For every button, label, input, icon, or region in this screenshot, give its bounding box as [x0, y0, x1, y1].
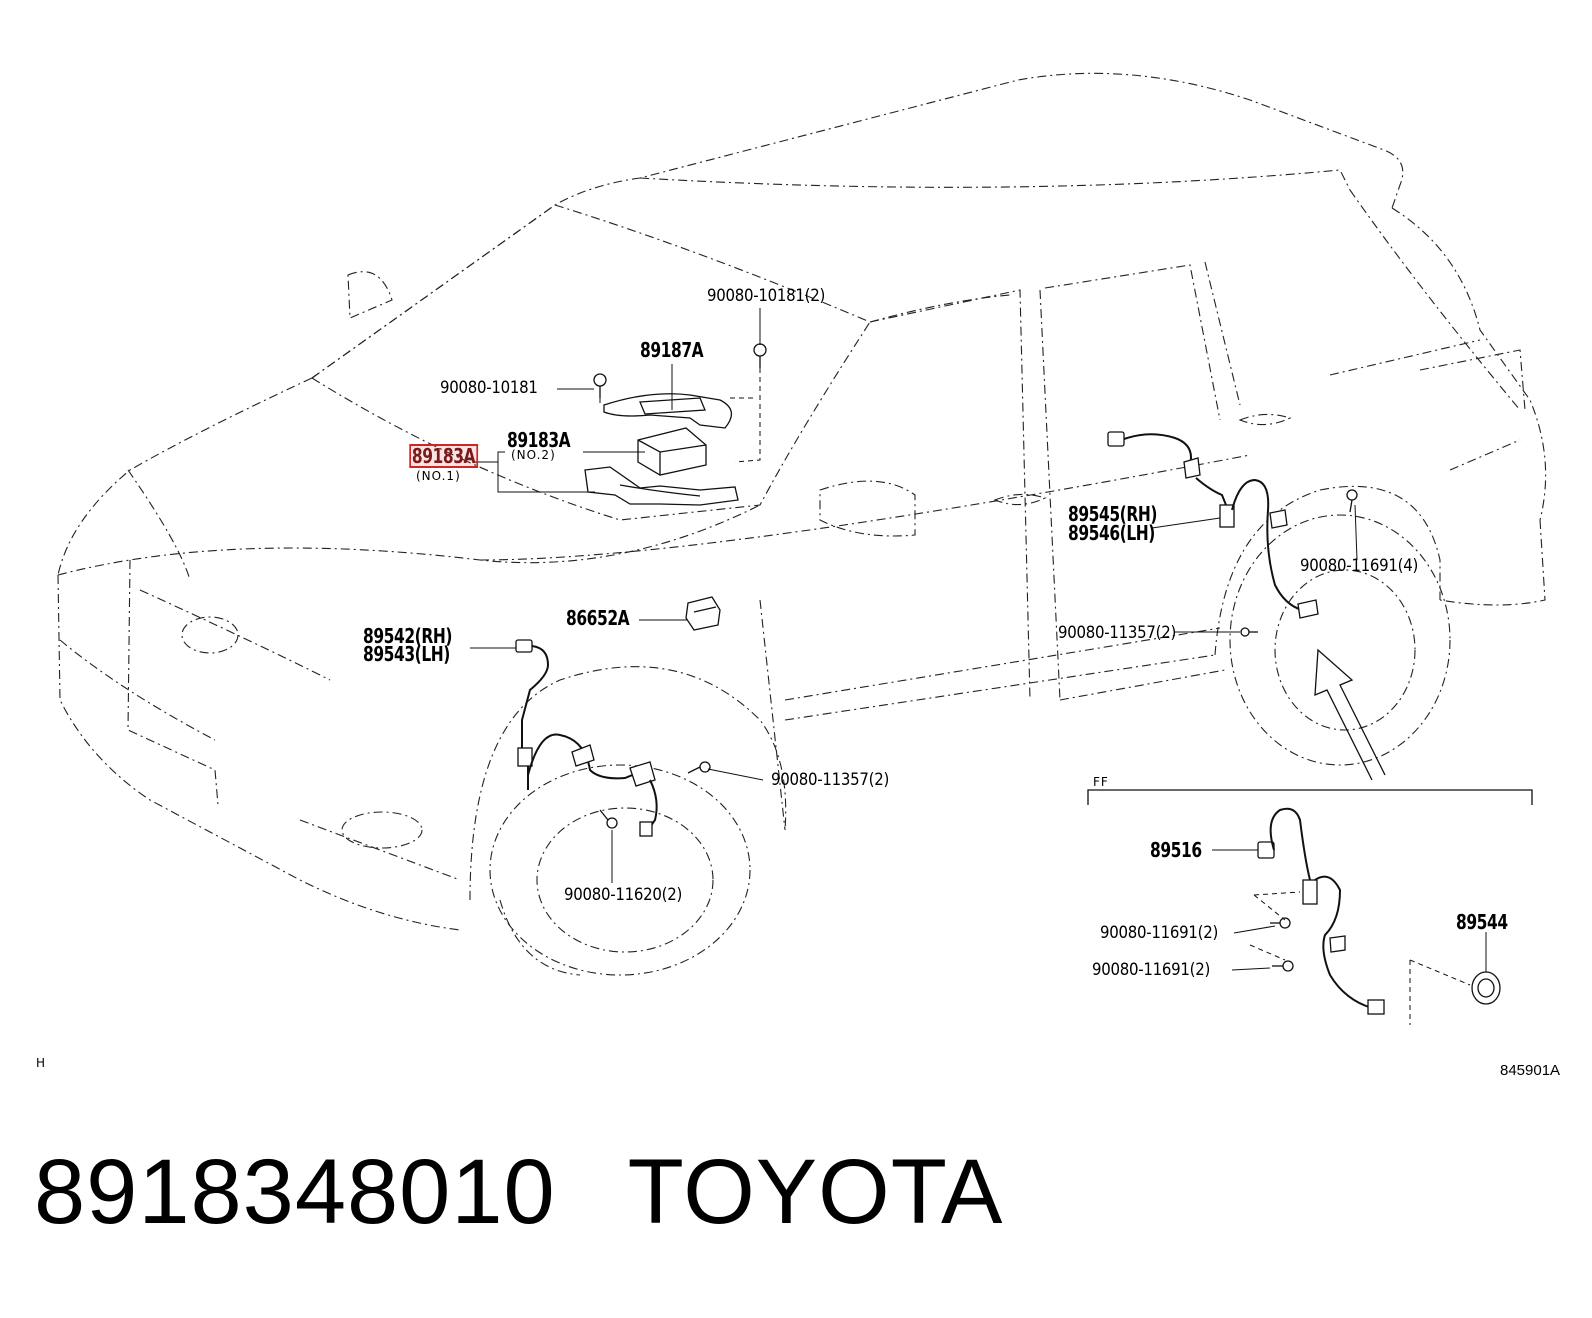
- brand-name: TOYOTA: [627, 1141, 1004, 1243]
- label-rear-sensor-rh: 89545(RH): [1068, 502, 1157, 526]
- label-ecu-no1-note: (NO.1): [416, 469, 461, 483]
- label-bolt-90080-11620: 90080-11620(2): [564, 885, 683, 905]
- label-bolt-90080-11357-front: 90080-11357(2): [771, 770, 890, 790]
- label-ff-sensor-89516: 89516: [1150, 838, 1202, 862]
- label-ecu-no2-note: (NO.2): [511, 448, 556, 462]
- figure-code: 845901A: [1500, 1062, 1561, 1079]
- label-relay-86652a: 86652A: [566, 606, 630, 630]
- label-ecu-no2: 89183A: [507, 428, 571, 452]
- relay-part: [685, 596, 721, 631]
- bolt-icon: [599, 761, 711, 829]
- label-bolt-90080-11357-rear: 90080-11357(2): [1058, 623, 1177, 643]
- corner-mark: H: [36, 1056, 46, 1070]
- front-sensor-harness: [515, 639, 711, 837]
- arrow-pointer: [1314, 648, 1386, 781]
- label-front-sensor-rh: 89542(RH): [363, 624, 452, 648]
- label-ff-bolt-b: 90080-11691(2): [1092, 960, 1211, 980]
- label-ff-bearing-89544: 89544: [1456, 910, 1508, 934]
- car-body-outline: [57, 72, 1547, 976]
- label-ff-bolt-a: 90080-11691(2): [1100, 923, 1219, 943]
- label-bolt-90080-11691-4: 90080-11691(4): [1300, 556, 1419, 576]
- label-ecu-no1-highlighted[interactable]: 89183A: [409, 444, 478, 468]
- label-bolt-90080-10181: 90080-10181: [440, 378, 538, 398]
- part-caption: 8918348010 TOYOTA: [34, 1140, 1075, 1245]
- ecu-assembly: [584, 343, 767, 506]
- leader-lines: [470, 308, 1487, 972]
- bolt-icon: [1240, 489, 1358, 637]
- label-bracket-89187a: 89187A: [640, 338, 704, 362]
- label-bolt-90080-10181-2: 90080-10181(2): [707, 286, 826, 306]
- part-number: 8918348010: [34, 1141, 556, 1243]
- rear-sensor-harness: [1107, 431, 1358, 637]
- bolt-icon: [1270, 917, 1294, 972]
- bolt-icon: [593, 343, 767, 398]
- label-rear-sensor-lh: 89546(LH): [1068, 521, 1155, 545]
- bearing-icon: [1471, 971, 1501, 1005]
- label-ff-tag: FF: [1093, 775, 1109, 789]
- label-front-sensor-lh: 89543(LH): [363, 642, 450, 666]
- ff-inset: [1087, 789, 1533, 1025]
